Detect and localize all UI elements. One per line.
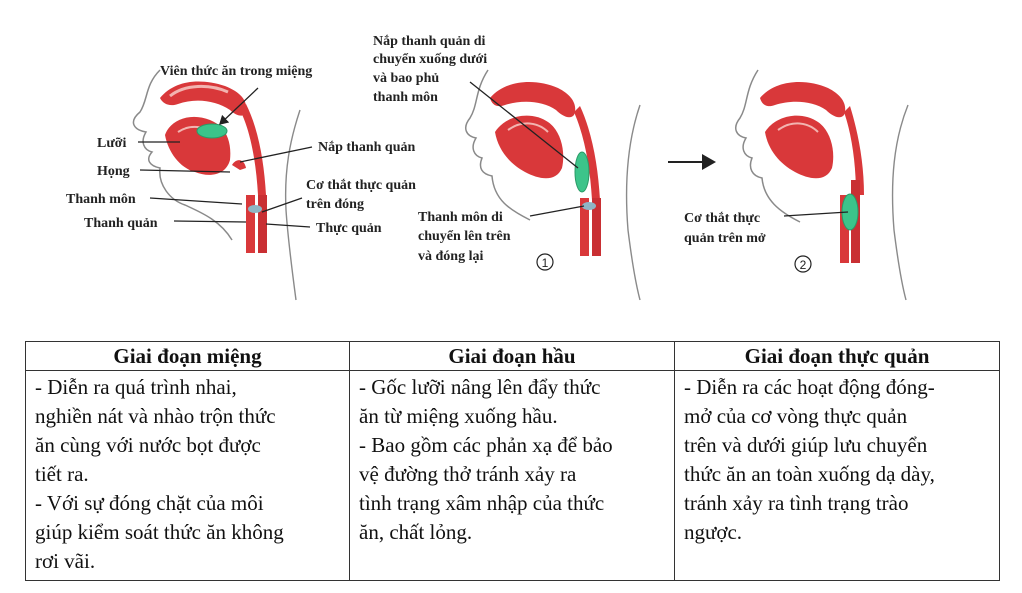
label-glottis-moves-1: Thanh môn di	[418, 210, 503, 225]
label-upper-sphincter-open-2: quản trên mở	[684, 231, 766, 246]
label-epiglottis-moves-4: thanh môn	[373, 90, 438, 105]
leader-lines-oral	[138, 87, 313, 228]
table-row: - Diễn ra quá trình nhai, nghiền nát và …	[25, 370, 1000, 581]
cell-line: ăn cùng với nước bọt được	[35, 433, 261, 457]
label-glottis: Thanh môn	[66, 192, 136, 207]
labels-pharyngeal: Nắp thanh quản di chuyển xuống dưới và b…	[373, 34, 511, 264]
header-esophageal-stage: Giai đoạn thực quản	[674, 341, 1000, 371]
label-upper-sphincter-closed-2: trên đóng	[306, 197, 364, 212]
head-section-pharyngeal	[465, 69, 641, 301]
label-upper-sphincter-closed-1: Cơ thắt thực quản	[306, 178, 416, 193]
cell-line: trên và dưới giúp lưu chuyển	[684, 433, 928, 457]
label-upper-sphincter-open-1: Cơ thắt thực	[684, 211, 760, 226]
head-section-esophageal	[735, 69, 909, 301]
leader-lines-esophageal	[783, 211, 849, 217]
cell-line: ăn từ miệng xuống hầu.	[359, 404, 558, 428]
cell-esophageal-stage: - Diễn ra các hoạt động đóng- mở của cơ …	[674, 370, 1000, 581]
head-section-oral	[132, 69, 301, 301]
swallowing-stages-table: Giai đoạn miệng Giai đoạn hầu Giai đoạn …	[25, 341, 1000, 581]
header-oral-stage: Giai đoạn miệng	[25, 341, 350, 371]
step-1-number: 1	[542, 256, 549, 270]
label-epiglottis: Nắp thanh quản	[318, 140, 415, 155]
label-epiglottis-moves-2: chuyển xuống dưới	[373, 52, 487, 67]
cell-line: - Gốc lưỡi nâng lên đẩy thức	[359, 375, 601, 399]
cell-line: - Với sự đóng chặt của môi	[35, 491, 264, 515]
cell-line: tránh xảy ra tình trạng trào	[684, 491, 909, 515]
step-2-marker: 2	[794, 255, 812, 273]
cell-oral-stage: - Diễn ra quá trình nhai, nghiền nát và …	[25, 370, 350, 581]
label-glottis-moves-3: và đóng lại	[418, 249, 483, 264]
cell-line: - Diễn ra các hoạt động đóng-	[684, 375, 935, 399]
label-pharynx: Họng	[97, 164, 130, 179]
cell-line: ăn, chất lỏng.	[359, 520, 473, 544]
cell-line: giúp kiểm soát thức ăn không	[35, 520, 284, 544]
cell-line: - Diễn ra quá trình nhai,	[35, 375, 237, 399]
leader-lines-pharyngeal	[469, 81, 585, 217]
cell-line: - Bao gồm các phản xạ để bảo	[359, 433, 613, 457]
label-larynx: Thanh quản	[84, 216, 158, 231]
cell-line: mở của cơ vòng thực quản	[684, 404, 908, 428]
cell-pharyngeal-stage: - Gốc lưỡi nâng lên đẩy thức ăn từ miệng…	[349, 370, 675, 581]
cell-line: tiết ra.	[35, 462, 89, 486]
header-pharyngeal-stage: Giai đoạn hầu	[349, 341, 675, 371]
cell-line: rơi vãi.	[35, 549, 96, 573]
cell-line: tình trạng xâm nhập của thức	[359, 491, 605, 515]
labels-esophageal: Cơ thắt thực quản trên mở	[684, 211, 766, 246]
cell-line: nghiền nát và nhào trộn thức	[35, 404, 276, 428]
cell-line: vệ đường thở tránh xảy ra	[359, 462, 577, 486]
label-epiglottis-moves-3: và bao phủ	[373, 71, 439, 86]
cell-line: thức ăn an toàn xuống dạ dày,	[684, 462, 935, 486]
label-tongue: Lưỡi	[97, 136, 126, 151]
table-header-row: Giai đoạn miệng Giai đoạn hầu Giai đoạn …	[25, 341, 1000, 371]
cell-line: ngược.	[684, 520, 743, 544]
swallowing-diagram: Viên thức ăn trong miệng Lưỡi Họng Thanh…	[66, 34, 909, 301]
step-1-marker: 1	[536, 253, 554, 271]
label-food-bolus: Viên thức ăn trong miệng	[160, 64, 312, 79]
label-glottis-moves-2: chuyển lên trên	[418, 229, 511, 244]
label-epiglottis-moves-1: Nắp thanh quản di	[373, 34, 486, 49]
labels-oral: Viên thức ăn trong miệng Lưỡi Họng Thanh…	[66, 64, 416, 236]
label-esophagus: Thực quản	[316, 221, 382, 236]
step-2-number: 2	[800, 258, 807, 272]
